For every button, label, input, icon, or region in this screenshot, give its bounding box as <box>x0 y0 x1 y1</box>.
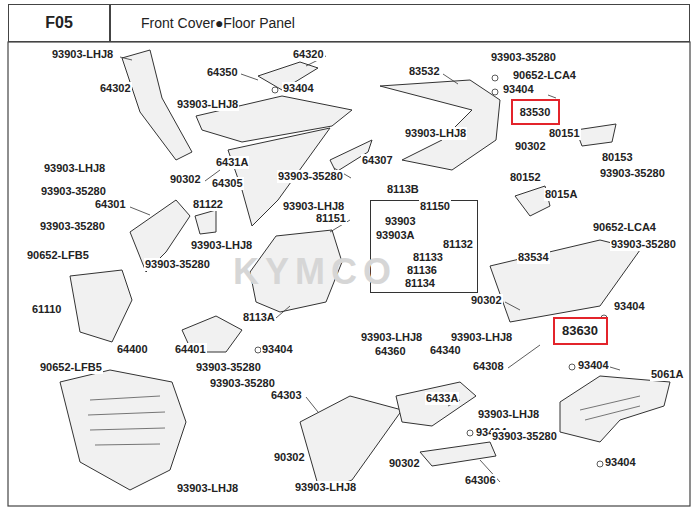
part-number: 64360 <box>374 345 407 358</box>
part-number: 93903-35280 <box>277 170 344 183</box>
callout-number: 83530 <box>520 105 551 119</box>
part-number: 93903-35280 <box>39 220 106 233</box>
part-number: 64401 <box>174 343 207 356</box>
part-number: 90302 <box>388 457 421 470</box>
part-number: 6433A <box>425 392 459 405</box>
part-number: 90652-LFB5 <box>39 361 103 374</box>
watermark: KYMCO <box>232 252 398 292</box>
part-number: 5061A <box>650 368 684 381</box>
part-number: 93903-LHJ8 <box>43 162 106 175</box>
part-81122 <box>195 210 216 234</box>
part-number: 93404 <box>604 456 637 469</box>
part-number: 80151 <box>548 127 581 140</box>
highlight-box: 83630 <box>553 317 608 345</box>
part-number: 64308 <box>472 360 505 373</box>
group-label: 8113B <box>385 182 421 196</box>
header-text: F05 <box>45 14 73 32</box>
part-number: 8015A <box>544 188 578 201</box>
part-number: 93903-35280 <box>40 185 107 198</box>
part-number: 90302 <box>470 294 503 307</box>
part-number: 93404 <box>261 343 294 356</box>
part-number: 93903-LHJ8 <box>294 481 357 494</box>
part-number: 93903-LHJ8 <box>176 482 239 495</box>
part-number: 93903-35280 <box>599 167 666 180</box>
part-number: 90652-LFB5 <box>26 249 90 262</box>
part-number: 64305 <box>211 177 244 190</box>
part-number: 93903-35280 <box>195 361 262 374</box>
part-number: 64350 <box>206 66 239 79</box>
part-number: 90302 <box>514 140 547 153</box>
part-number: 81133 <box>412 251 444 264</box>
part-number: 93404 <box>282 82 315 95</box>
header-cell: F05 <box>8 4 110 42</box>
part-number: 6431A <box>215 156 249 169</box>
part-number: 64400 <box>116 343 149 356</box>
part-number: 93903-35280 <box>209 377 276 390</box>
part-number: 90652-LCA4 <box>512 69 577 82</box>
part-number: 93903-LHJ8 <box>404 127 467 140</box>
part-number: 93903-LHJ8 <box>360 331 423 344</box>
part-number: 93903-35280 <box>144 258 211 271</box>
part-6433A <box>396 382 476 426</box>
part-number: 81134 <box>404 277 436 290</box>
parts <box>60 50 670 492</box>
callout-number: 83630 <box>562 323 599 339</box>
part-number: 93903-LHJ8 <box>176 98 239 111</box>
part-number: 64307 <box>361 154 394 167</box>
highlight-box: 83530 <box>511 99 560 125</box>
part-64306 <box>420 442 496 466</box>
part-number: 64306 <box>464 474 497 487</box>
grille-lines <box>88 396 640 445</box>
part-64303 <box>300 396 402 492</box>
leader-lines <box>120 56 620 482</box>
part-number: 93903-LHJ8 <box>450 331 513 344</box>
part-number: 93404 <box>502 83 535 96</box>
part-number: 80152 <box>509 171 542 184</box>
part-number: 93903-35280 <box>491 430 558 443</box>
part-number: 81151 <box>315 212 347 225</box>
part-number: 93404 <box>613 300 646 313</box>
frame <box>8 42 690 506</box>
part-number: 81150 <box>419 200 451 213</box>
part-number: 93903A <box>375 229 416 242</box>
header-text: Front Cover●Floor Panel <box>141 15 295 31</box>
part-number: 8113A <box>242 311 276 324</box>
part-number: 64302 <box>99 82 132 95</box>
part-61110 <box>70 270 132 342</box>
part-5061A <box>560 376 670 442</box>
part-number: 93903 <box>384 215 417 228</box>
part-number: 81122 <box>192 198 224 211</box>
part-number: 81136 <box>406 264 438 277</box>
part-number: 81132 <box>442 238 474 251</box>
part-number: 80153 <box>601 151 634 164</box>
part-83532 <box>380 80 500 170</box>
part-number: 93404 <box>577 359 610 372</box>
part-number: 90652-LCA4 <box>592 221 657 234</box>
part-number: 64303 <box>270 389 303 402</box>
part-number: 61110 <box>31 303 62 316</box>
part-number: 93903-LHJ8 <box>190 239 253 252</box>
part-number: 93903-LHJ8 <box>51 48 114 61</box>
part-80151 <box>576 124 616 146</box>
part-number: 93903-35280 <box>490 51 557 64</box>
part-number: 64320 <box>292 48 325 61</box>
part-number: 83532 <box>408 65 441 78</box>
part-number: 64301 <box>94 198 127 211</box>
part-number: 83534 <box>517 251 550 264</box>
part-number: 93903-LHJ8 <box>477 408 540 421</box>
part-64400 <box>60 370 186 490</box>
part-number: 64340 <box>429 344 462 357</box>
part-number: 90302 <box>273 451 306 464</box>
part-number: 90302 <box>169 173 202 186</box>
header-cell: Front Cover●Floor Panel <box>110 4 690 42</box>
part-number: 93903-35280 <box>610 238 677 251</box>
